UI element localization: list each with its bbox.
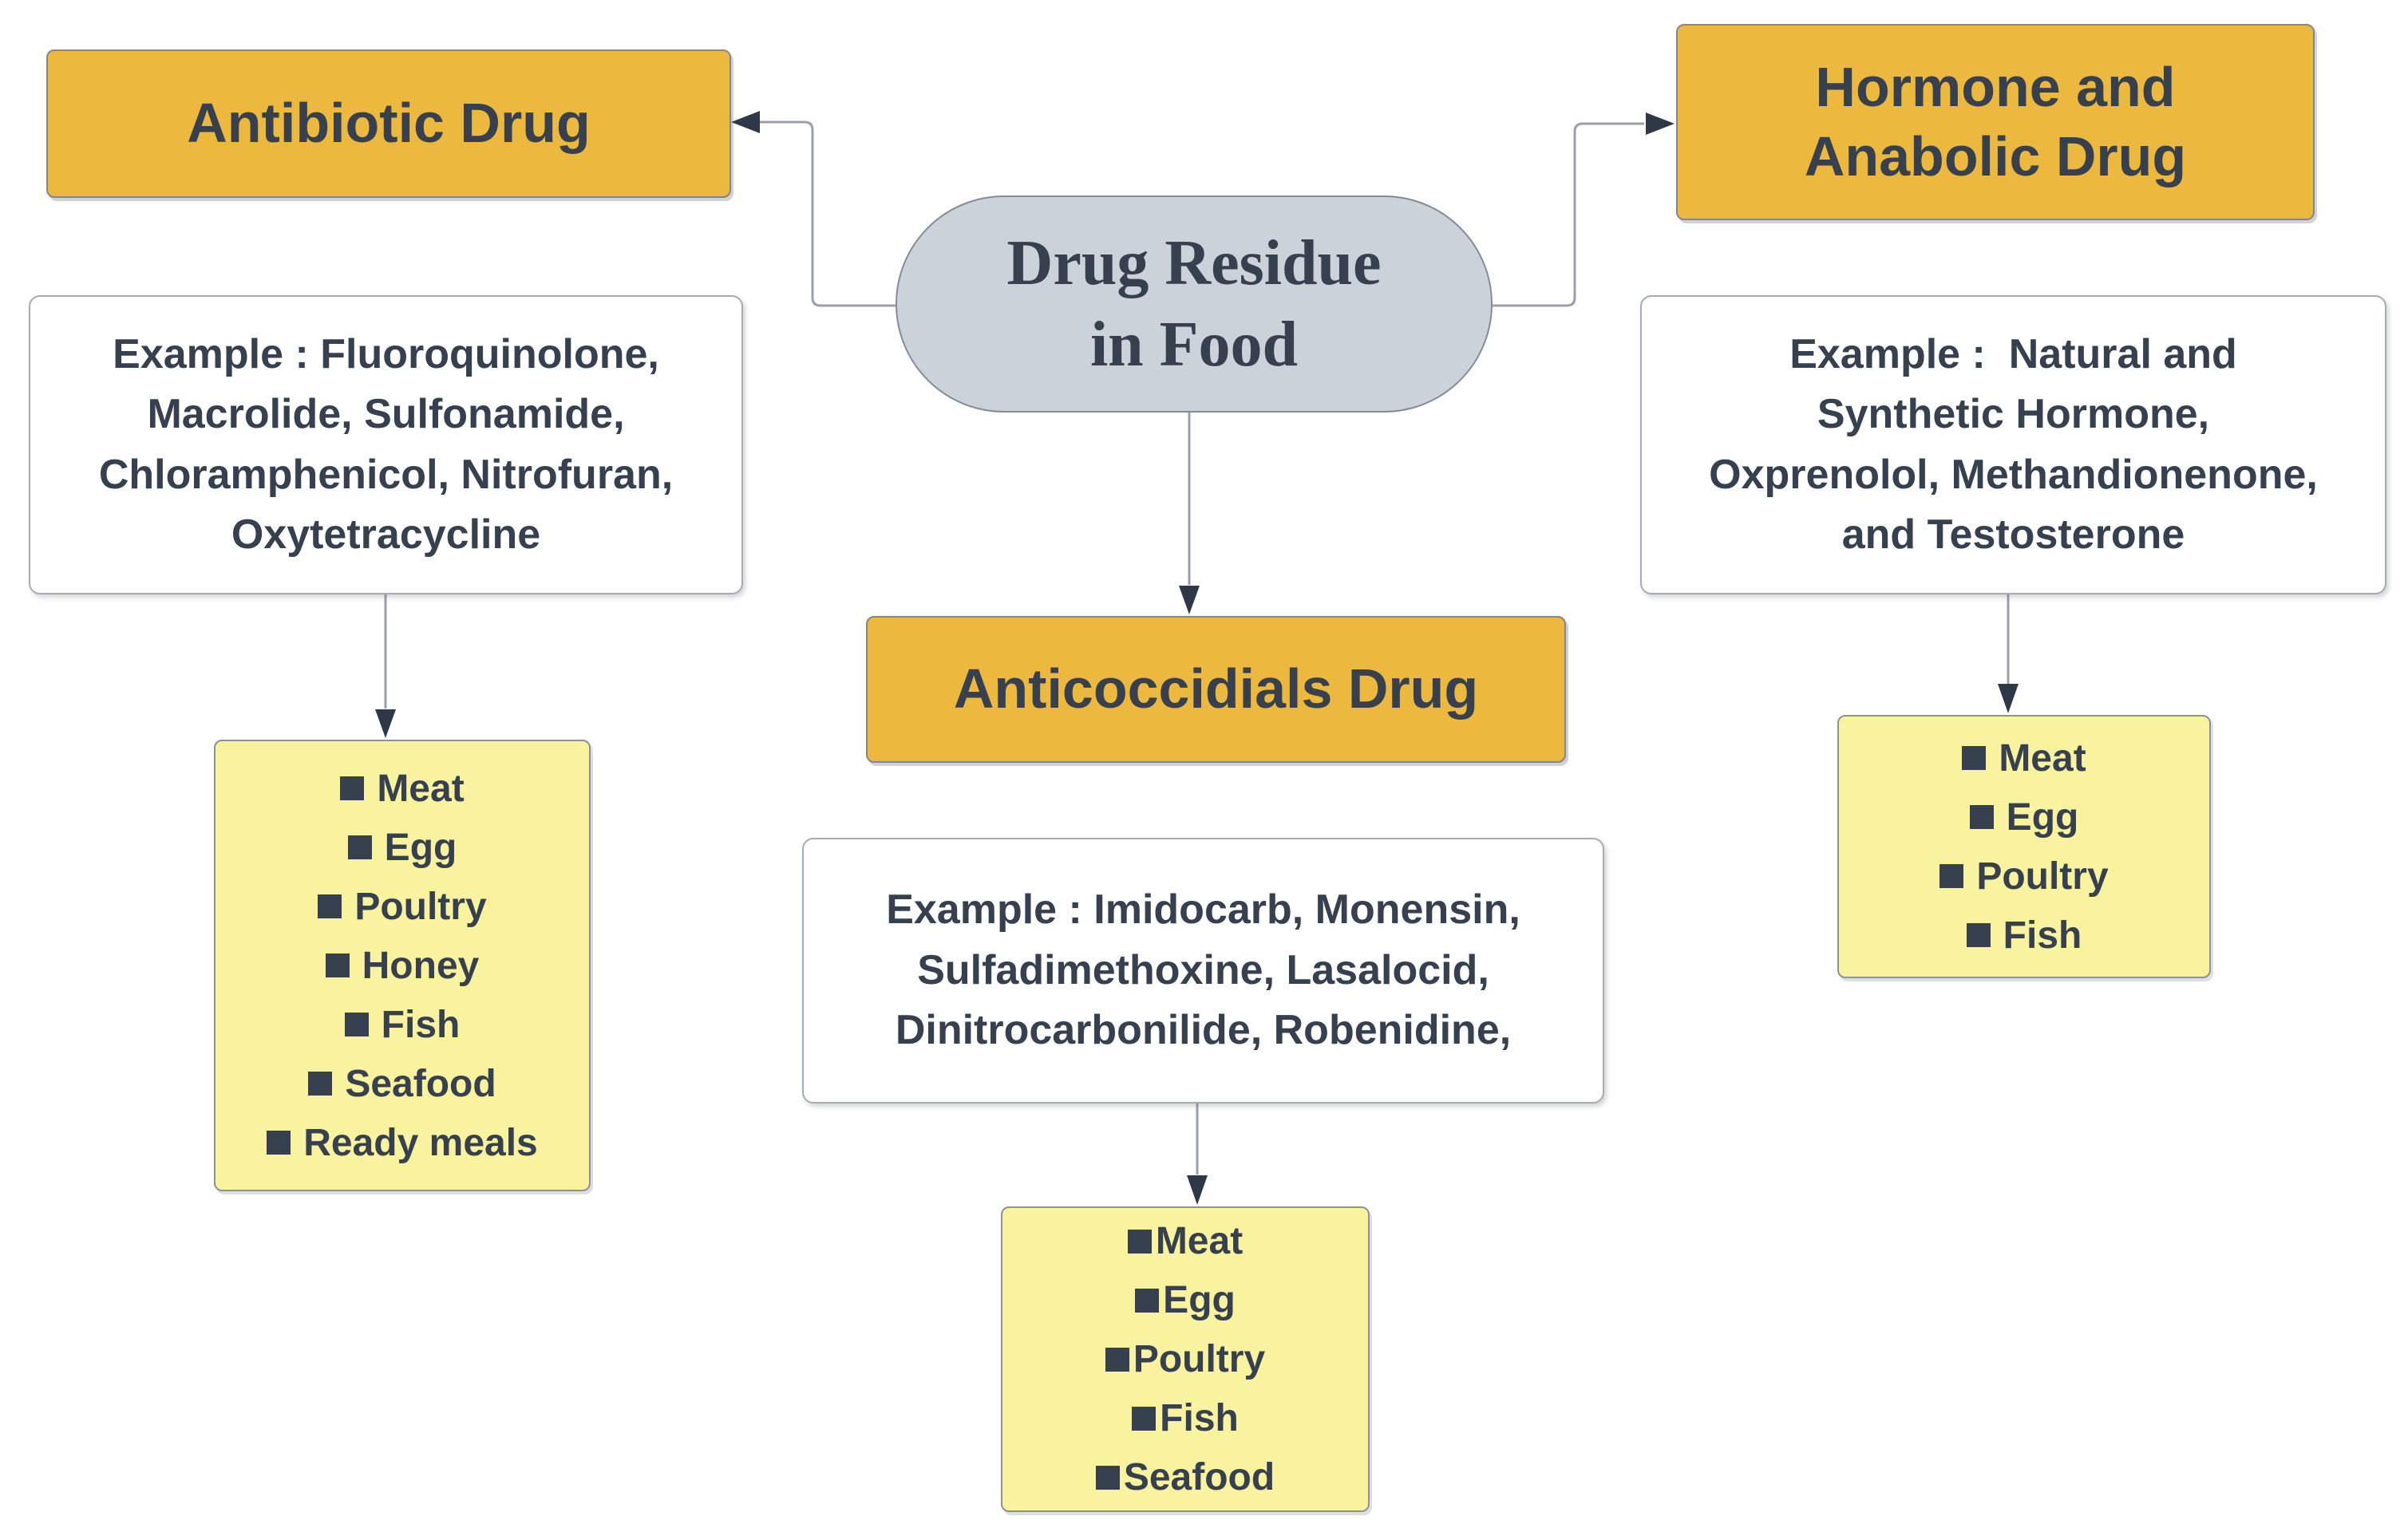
food-item: Meat — [1962, 728, 2086, 788]
square-bullet-icon — [318, 894, 342, 918]
food-item: Egg — [347, 818, 457, 877]
food-item: Meat — [1127, 1212, 1244, 1271]
food-label: Meat — [377, 767, 465, 810]
square-bullet-icon — [1962, 746, 1987, 770]
food-label: Egg — [384, 826, 457, 869]
food-item: Egg — [1135, 1271, 1236, 1330]
arrowhead-down-antibiotic-icon — [375, 709, 396, 738]
square-bullet-icon — [347, 835, 372, 859]
square-bullet-icon — [308, 1072, 333, 1096]
antibiotic-drug-box: Antibiotic Drug — [46, 49, 731, 198]
example-text-line: Synthetic Hormone, — [1817, 391, 2210, 438]
hormone-anabolic-drug-box: Hormone and Anabolic Drug — [1676, 24, 2315, 220]
food-item: Meat — [340, 759, 465, 818]
food-item: Fish — [344, 995, 461, 1054]
square-bullet-icon — [1105, 1347, 1129, 1372]
food-item: Fish — [1966, 906, 2082, 965]
arrowhead-left-icon — [731, 111, 760, 133]
example-text-line: Chloramphenicol, Nitrofuran, — [98, 451, 674, 498]
square-bullet-icon — [1095, 1465, 1120, 1490]
food-label: Egg — [1163, 1279, 1236, 1321]
example-text-line: and Testosterone — [1841, 511, 2185, 558]
square-bullet-icon — [344, 1013, 369, 1036]
food-label: Seafood — [345, 1062, 496, 1105]
square-bullet-icon — [1127, 1229, 1152, 1254]
food-label: Honey — [362, 944, 480, 987]
square-bullet-icon — [1969, 805, 1994, 829]
arrowhead-right-icon — [1646, 113, 1675, 135]
hormone-foods-box: Meat Egg Poultry Fish — [1837, 715, 2211, 978]
food-label: Egg — [2006, 796, 2079, 839]
root-label-line2: in Food — [1089, 310, 1299, 380]
hormone-example-box: Example : Natural and Synthetic Hormone,… — [1640, 295, 2386, 594]
square-bullet-icon — [267, 1131, 291, 1155]
connector-root-to-hormone — [1493, 122, 1644, 307]
example-text-line: Macrolide, Sulfonamide, — [147, 391, 625, 438]
anticoccidials-drug-title: Anticoccidials Drug — [953, 657, 1479, 721]
food-item: Poultry — [318, 877, 487, 936]
example-text-line: Oxytetracycline — [231, 511, 541, 558]
food-item: Honey — [325, 936, 480, 995]
square-bullet-icon — [340, 776, 365, 800]
food-label: Ready meals — [303, 1121, 538, 1164]
square-bullet-icon — [325, 953, 350, 977]
food-item: Ready meals — [267, 1113, 538, 1172]
example-text-line: Example : Imidocarb, Monensin, — [886, 886, 1520, 934]
antibiotic-drug-title: Antibiotic Drug — [187, 92, 591, 155]
food-label: Seafood — [1123, 1456, 1275, 1498]
anticoccidials-foods-box: Meat Egg Poultry Fish Seafood — [1001, 1206, 1370, 1512]
hormone-drug-title-line2: Anabolic Drug — [1804, 125, 2187, 188]
anticoccidials-example-box: Example : Imidocarb, Monensin, Sulfadime… — [802, 838, 1604, 1104]
food-label: Poultry — [1133, 1338, 1266, 1380]
arrowhead-down-hormone-icon — [1998, 684, 2019, 713]
square-bullet-icon — [1135, 1288, 1160, 1313]
food-item: Poultry — [1939, 847, 2109, 906]
food-label: Poultry — [354, 885, 487, 928]
food-label: Fish — [2003, 914, 2082, 957]
arrowhead-down-anticoccidials-icon — [1187, 1175, 1208, 1205]
root-label-line1: Drug Residue — [1006, 227, 1382, 298]
food-label: Fish — [381, 1003, 461, 1046]
food-label: Meat — [1155, 1220, 1244, 1262]
arrowhead-down-root-icon — [1179, 586, 1200, 614]
food-item: Fish — [1132, 1389, 1239, 1448]
root-node: Drug Residue in Food — [896, 195, 1493, 413]
food-item: Egg — [1969, 788, 2079, 847]
food-item: Poultry — [1105, 1330, 1265, 1389]
anticoccidials-drug-box: Anticoccidials Drug — [866, 616, 1566, 763]
square-bullet-icon — [1132, 1406, 1157, 1431]
example-text-line: Dinitrocarbonilide, Robenidine, — [895, 1007, 1512, 1054]
example-text-line: Example : Fluoroquinolone, — [113, 330, 659, 377]
antibiotic-example-box: Example : Fluoroquinolone, Macrolide, Su… — [29, 295, 743, 594]
example-text-line: Sulfadimethoxine, Lasalocid, — [917, 946, 1489, 993]
food-item: Seafood — [308, 1054, 496, 1113]
food-label: Meat — [1999, 736, 2086, 780]
antibiotic-foods-box: Meat Egg Poultry Honey Fish Seafood Read… — [214, 740, 591, 1191]
food-label: Fish — [1160, 1397, 1239, 1439]
connector-root-to-antibiotic — [760, 120, 896, 307]
square-bullet-icon — [1966, 923, 1991, 947]
square-bullet-icon — [1939, 864, 1964, 888]
hormone-drug-title-line1: Hormone and — [1815, 55, 2176, 118]
food-label: Poultry — [1976, 855, 2109, 898]
example-text-line: Example : Natural and — [1789, 330, 2237, 377]
example-text-line: Oxprenolol, Methandionenone, — [1709, 451, 2318, 498]
food-item: Seafood — [1095, 1448, 1275, 1507]
